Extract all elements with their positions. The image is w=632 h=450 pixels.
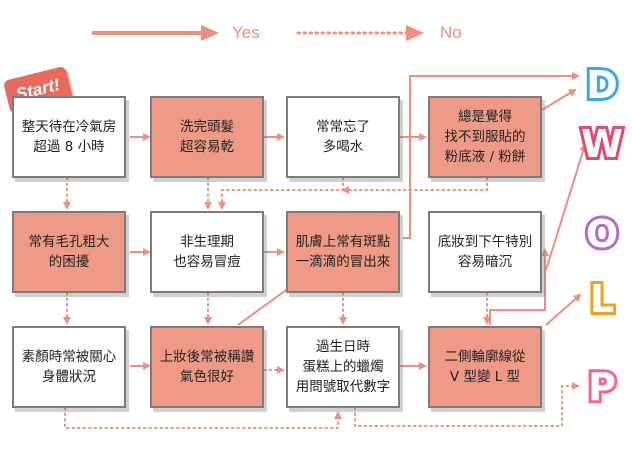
legend-yes-label: Yes [232, 23, 260, 42]
question-box-6: 非生理期 也容易冒痘 [150, 211, 264, 293]
arrow-n4-n6-no [341, 177, 488, 194]
question-text-7: 肌膚上常有斑點 一滴滴的冒出來 [295, 234, 391, 270]
question-text-12: 二側輪廓線從 V 型變 L 型 [444, 349, 526, 385]
arrow-n9-n11-no [64, 407, 342, 429]
question-box-11: 過生日時 蛋糕上的蠟燭 用問號取代數字 [286, 326, 400, 408]
question-text-9: 素顏時常被關心 身體狀況 [21, 349, 117, 385]
arrow-n4-D [541, 88, 577, 111]
result-letter-L: L [587, 277, 617, 321]
question-text-2: 洗完頭髮 超容易乾 [180, 119, 234, 155]
result-letter-O: O [583, 212, 621, 256]
question-box-1: 整天待在冷氣房 超過 8 小時 [12, 96, 126, 178]
arrow-n11-P-no [354, 382, 580, 427]
question-text-8: 底妝到下午特別 容易暗沉 [437, 234, 533, 270]
question-box-12: 二側輪廓線從 V 型變 L 型 [428, 326, 542, 408]
arrow-n3-n6-no [218, 177, 344, 210]
question-text-3: 常常忘了 多喝水 [316, 119, 370, 155]
question-box-2: 洗完頭髮 超容易乾 [150, 96, 264, 178]
result-letter-P: P [585, 365, 619, 409]
question-box-9: 素顏時常被關心 身體狀況 [12, 326, 126, 408]
result-letter-W: W [578, 122, 626, 166]
arrow-n7-D [403, 72, 580, 239]
arrow-n12-L [545, 293, 582, 326]
question-box-7: 肌膚上常有斑點 一滴滴的冒出來 [286, 211, 400, 293]
question-text-1: 整天待在冷氣房 超過 8 小時 [21, 119, 117, 155]
question-text-10: 上妝後常被稱讚 氣色很好 [159, 349, 255, 385]
question-text-6: 非生理期 也容易冒痘 [173, 234, 241, 270]
question-box-10: 上妝後常被稱讚 氣色很好 [150, 326, 264, 408]
question-text-5: 常有毛孔粗大 的困擾 [28, 234, 110, 270]
legend-no-label: No [440, 23, 462, 42]
question-text-4: 總是覺得 找不到服貼的 粉底液 / 粉餅 [444, 109, 526, 165]
question-box-4: 總是覺得 找不到服貼的 粉底液 / 粉餅 [428, 96, 542, 178]
no-arrows [63, 177, 580, 429]
question-box-5: 常有毛孔粗大 的困擾 [12, 211, 126, 293]
question-text-11: 過生日時 蛋糕上的蠟燭 用問號取代數字 [295, 339, 391, 395]
result-letter-D: D [583, 63, 621, 107]
arrow-n8-W [545, 143, 588, 271]
question-box-8: 底妝到下午特別 容易暗沉 [428, 211, 542, 293]
question-box-3: 常常忘了 多喝水 [286, 96, 400, 178]
